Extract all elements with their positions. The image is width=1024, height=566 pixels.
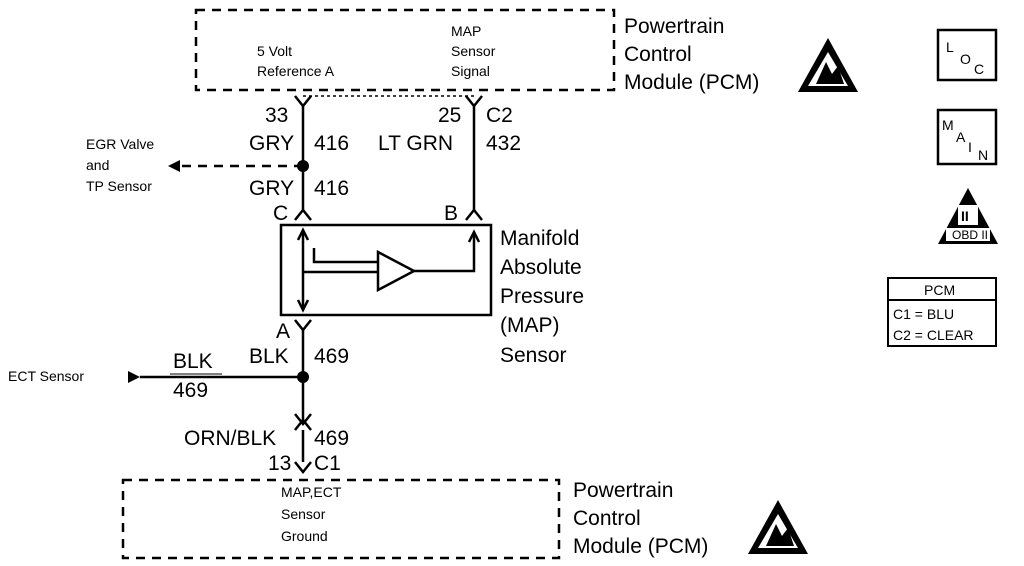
esd-warning-icon — [748, 500, 808, 554]
signal-pin-number: 25 — [438, 104, 461, 127]
ref-circuit-number-lower: 416 — [314, 177, 349, 200]
signal-circuit-number: 432 — [486, 132, 521, 155]
pcm-top-title: Powertrain — [624, 15, 724, 38]
svg-text:L: L — [946, 39, 954, 55]
ground-connector-id: C1 — [314, 452, 341, 475]
ground-circuit-number: 469 — [314, 345, 349, 368]
sensor-name: Manifold — [500, 227, 579, 250]
egr-label-3: TP Sensor — [86, 178, 152, 194]
pcm-bottom-ground-label: MAP,ECT — [281, 484, 342, 500]
svg-text:C: C — [974, 61, 984, 77]
map-sensor-box — [279, 223, 493, 317]
sensor-pin-c: C — [273, 202, 288, 225]
pcm-top-signal-label-3: Signal — [451, 63, 490, 79]
signal-connector-id: C2 — [486, 104, 513, 127]
sensor-name-4: (MAP) — [500, 314, 560, 337]
ect-label: ECT Sensor — [8, 368, 84, 384]
sensor-pin-a: A — [276, 320, 290, 343]
svg-text:II: II — [961, 208, 969, 224]
signal-wire-color: LT GRN — [378, 132, 453, 155]
svg-text:M: M — [942, 117, 954, 133]
pcm-top-signal-label: MAP — [451, 23, 481, 39]
pcm-top-ref-label: 5 Volt — [257, 43, 292, 59]
ground-wire-color-lower: ORN/BLK — [184, 427, 276, 450]
egr-label: EGR Valve — [86, 136, 154, 152]
pcm-bottom-title: Powertrain — [573, 479, 673, 502]
egr-label-2: and — [86, 157, 109, 173]
svg-text:O: O — [960, 51, 971, 67]
svg-text:C1 = BLU: C1 = BLU — [893, 306, 954, 322]
svg-text:PCM: PCM — [924, 282, 955, 298]
ref-pin-number: 33 — [265, 104, 288, 127]
pcm-top-title-2: Control — [624, 43, 692, 66]
svg-text:OBD II: OBD II — [952, 228, 988, 242]
pcm-connector-table: PCM C1 = BLU C2 = CLEAR — [887, 277, 997, 347]
pcm-top-box — [194, 8, 616, 92]
loc-symbol: L O C — [936, 28, 998, 82]
pcm-top-ref-label-2: Reference A — [257, 63, 335, 79]
ect-circuit-number: 469 — [173, 379, 208, 402]
pcm-top-signal-label-2: Sensor — [451, 43, 496, 59]
ground-circuit-number-lower: 469 — [314, 427, 349, 450]
ref-circuit-number: 416 — [314, 132, 349, 155]
ground-wire-color: BLK — [249, 345, 289, 368]
sensor-name-2: Absolute — [500, 256, 582, 279]
svg-text:N: N — [978, 147, 988, 163]
pcm-top-title-3: Module (PCM) — [624, 71, 759, 94]
pcm-bottom-ground-label-2: Sensor — [281, 506, 326, 522]
pcm-bottom-title-2: Control — [573, 507, 641, 530]
svg-text:I: I — [968, 139, 972, 155]
ground-pin-number: 13 — [268, 452, 291, 475]
pcm-bottom-title-3: Module (PCM) — [573, 535, 708, 558]
ref-wire-color: GRY — [249, 132, 294, 155]
pcm-bottom-ground-label-3: Ground — [281, 528, 328, 544]
esd-warning-icon — [798, 38, 858, 92]
main-symbol: M A I N — [936, 108, 998, 166]
sensor-pin-b: B — [444, 202, 458, 225]
svg-text:C2 = CLEAR: C2 = CLEAR — [893, 327, 974, 343]
obd-ii-icon: II OBD II — [938, 188, 998, 244]
svg-text:A: A — [956, 129, 966, 145]
ref-wire-color-lower: GRY — [249, 177, 294, 200]
ect-wire-color: BLK — [173, 350, 213, 373]
sensor-name-5: Sensor — [500, 344, 567, 367]
sensor-name-3: Pressure — [500, 285, 584, 308]
